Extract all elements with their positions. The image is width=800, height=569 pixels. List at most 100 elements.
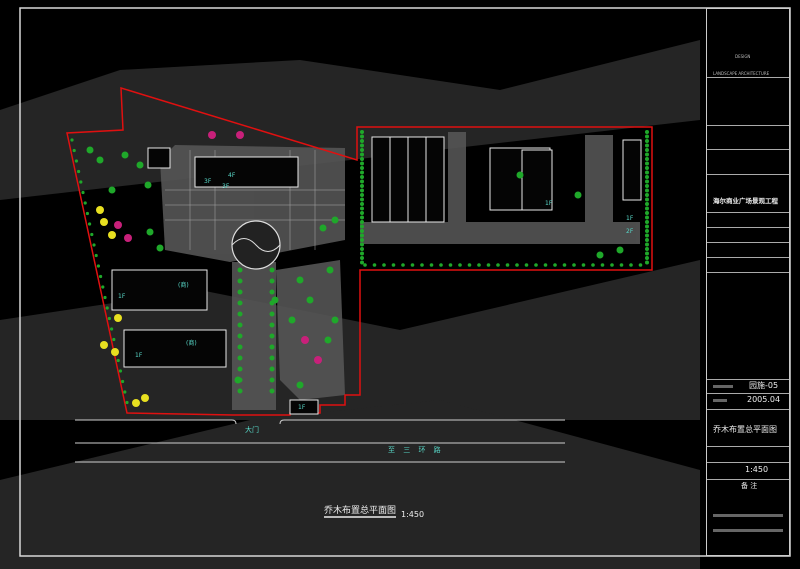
drawing-frame bbox=[19, 7, 791, 557]
hedge-tree bbox=[534, 263, 538, 267]
avenue-tree bbox=[269, 311, 275, 317]
floor-label: 2F bbox=[626, 228, 634, 235]
green-tree bbox=[121, 151, 129, 159]
hedge-tree bbox=[410, 263, 415, 267]
hedge-tree bbox=[391, 263, 396, 267]
hedge-tree bbox=[360, 224, 364, 229]
hedge-tree bbox=[360, 143, 364, 148]
hedge-tree bbox=[562, 263, 567, 267]
avenue-tree bbox=[237, 322, 243, 328]
hedge-tree bbox=[645, 130, 649, 134]
green-tree bbox=[319, 224, 327, 232]
hedge-tree bbox=[645, 179, 649, 184]
hedge-tree bbox=[645, 229, 649, 233]
hedge-tree bbox=[360, 175, 364, 179]
hedge-tree bbox=[645, 211, 649, 215]
hedge-tree bbox=[360, 130, 364, 134]
yellow-tree bbox=[111, 348, 119, 356]
hedge-tree bbox=[107, 316, 111, 321]
hedge-tree bbox=[360, 139, 364, 143]
hedge-tree bbox=[645, 247, 649, 251]
hedge-tree bbox=[88, 222, 92, 226]
avenue-tree bbox=[269, 289, 275, 295]
hedge-tree bbox=[645, 260, 649, 265]
yellow-tree bbox=[141, 394, 149, 402]
avenue-tree bbox=[269, 333, 275, 339]
company-subtitle: LANDSCAPE ARCHITECTURE bbox=[713, 71, 770, 76]
hedge-tree bbox=[429, 263, 434, 267]
hedge-tree bbox=[101, 285, 105, 289]
project-name: 海尔商业广场景观工程 bbox=[713, 197, 778, 205]
hedge-tree bbox=[360, 206, 364, 211]
yellow-tree bbox=[100, 218, 108, 226]
hedge-tree bbox=[121, 379, 125, 384]
hedge-tree bbox=[645, 143, 649, 148]
avenue-tree bbox=[237, 333, 243, 339]
hedge-tree bbox=[543, 263, 548, 267]
hedge-tree bbox=[363, 263, 367, 267]
hedge-tree bbox=[645, 238, 649, 242]
hedge-tree bbox=[515, 263, 519, 267]
hedge-tree bbox=[645, 233, 649, 238]
yellow-tree bbox=[100, 341, 108, 349]
hedge-tree bbox=[645, 166, 649, 170]
green-tree bbox=[616, 246, 624, 254]
drawing-title-block-name: 乔木布置总平面图 bbox=[713, 425, 777, 434]
hedge-tree bbox=[645, 197, 649, 202]
building-note: (商) bbox=[186, 340, 197, 347]
roads bbox=[75, 419, 565, 463]
hedge-tree bbox=[96, 264, 100, 268]
hedge-tree bbox=[645, 215, 649, 220]
avenue-tree bbox=[269, 300, 275, 306]
avenue-tree bbox=[269, 278, 275, 284]
avenue-tree bbox=[269, 344, 275, 350]
hedge-tree bbox=[360, 229, 364, 233]
hedge-tree bbox=[92, 243, 96, 247]
yellow-tree bbox=[96, 206, 104, 214]
green-tree bbox=[596, 251, 604, 259]
hedge-tree bbox=[360, 233, 364, 238]
avenue-tree bbox=[269, 267, 275, 273]
hedge-tree bbox=[360, 202, 364, 206]
hedge-tree bbox=[83, 201, 87, 205]
avenue-tree bbox=[269, 355, 275, 361]
notes-header: 备 注 bbox=[741, 482, 758, 490]
yellow-tree bbox=[132, 399, 140, 407]
hedge-tree bbox=[619, 263, 624, 267]
avenue-tree bbox=[237, 267, 243, 273]
company-name: DESIGN bbox=[735, 54, 751, 59]
avenue-tree bbox=[237, 311, 243, 317]
hedge-tree bbox=[572, 263, 576, 267]
magenta-tree bbox=[124, 234, 132, 242]
yellow-tree bbox=[114, 314, 122, 322]
avenue-tree bbox=[237, 289, 243, 295]
green-tree bbox=[296, 381, 304, 389]
hedge-tree bbox=[360, 188, 364, 193]
hedge-tree bbox=[496, 263, 500, 267]
hedge-tree bbox=[72, 148, 76, 153]
hedge-tree bbox=[458, 263, 462, 267]
hedge-tree bbox=[77, 169, 81, 174]
hedge-tree bbox=[360, 148, 364, 152]
green-tree bbox=[144, 181, 152, 189]
hedge-tree bbox=[591, 263, 595, 267]
green-tree bbox=[136, 161, 144, 169]
floor-label: 1F bbox=[135, 352, 143, 359]
hedge-tree bbox=[360, 166, 364, 170]
green-tree bbox=[86, 146, 94, 154]
avenue-tree bbox=[237, 278, 243, 284]
hedge-tree bbox=[645, 206, 649, 211]
floor-label: 1F bbox=[118, 293, 126, 300]
hedge-tree bbox=[360, 247, 364, 251]
buildings bbox=[111, 136, 642, 415]
hedge-tree bbox=[645, 242, 649, 247]
hedge-tree bbox=[372, 263, 377, 267]
hedge-tree bbox=[645, 251, 649, 256]
avenue-tree bbox=[269, 388, 275, 394]
hedge-tree bbox=[123, 390, 127, 394]
title-block: DESIGN LANDSCAPE ARCHITECTURE 海尔商业广场景观工程… bbox=[706, 8, 790, 556]
floor-label: 1F bbox=[545, 200, 553, 207]
hedge-tree bbox=[79, 180, 83, 184]
green-tree bbox=[296, 276, 304, 284]
